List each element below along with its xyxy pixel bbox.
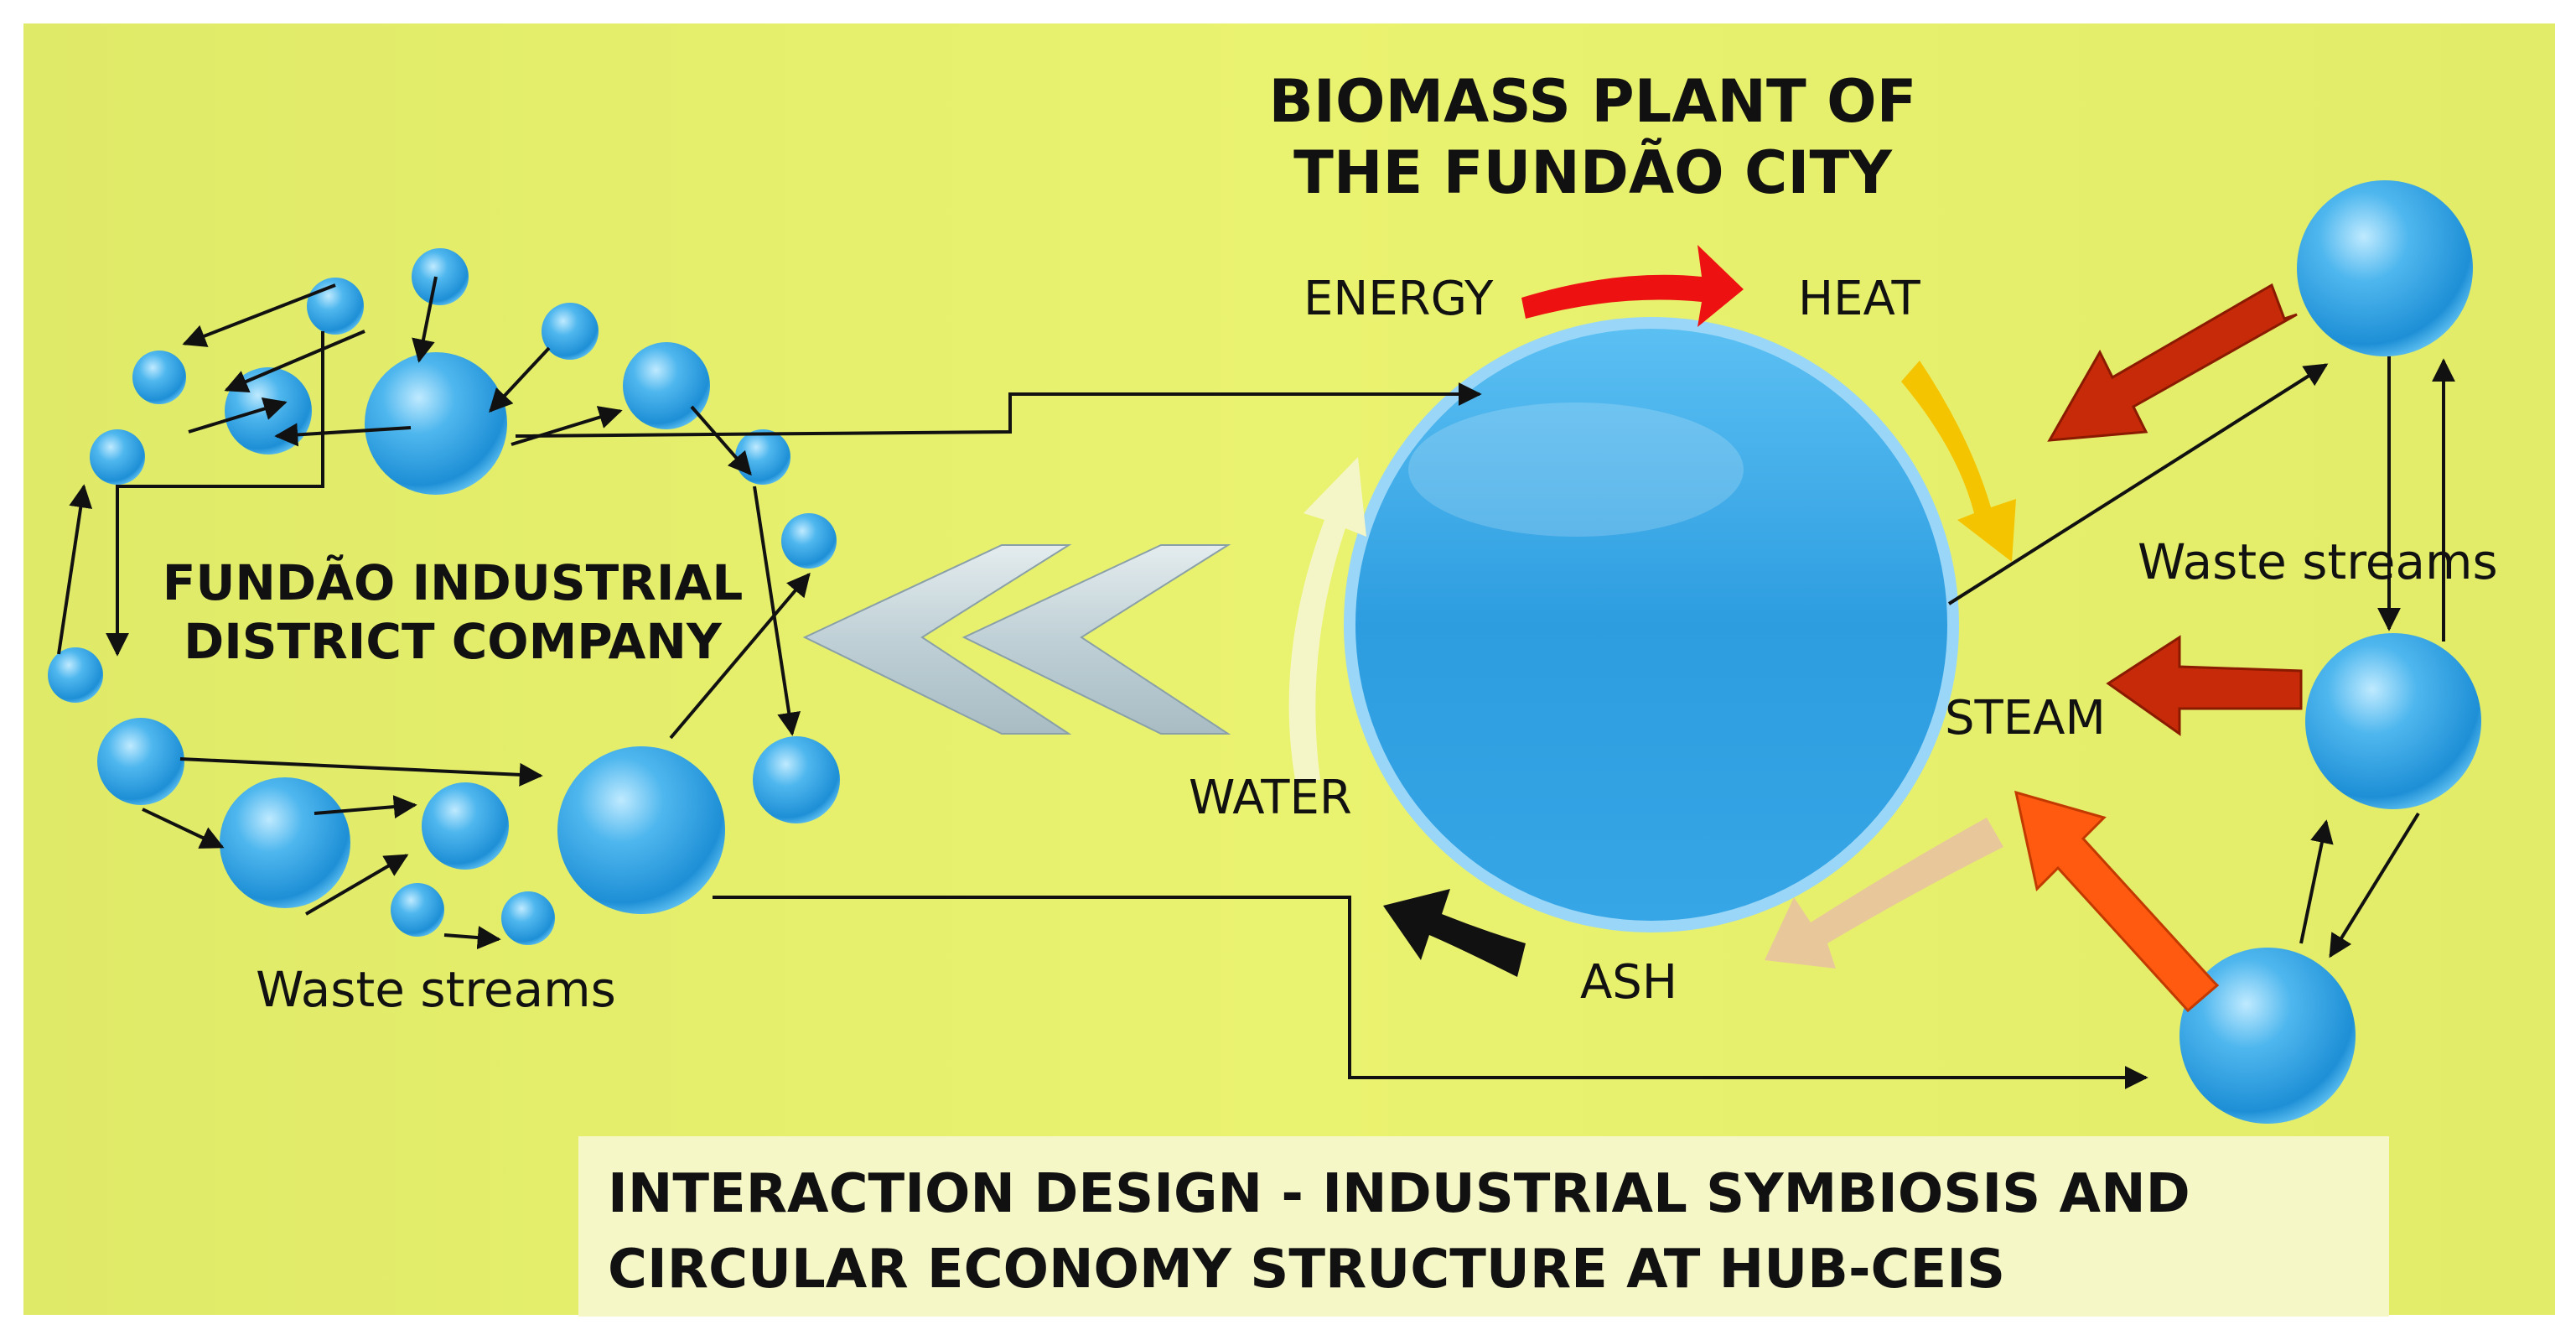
heat-label: HEAT: [1798, 272, 1920, 326]
ash-arrow: [1383, 889, 1526, 977]
steam-to-ash-arrow: [1765, 818, 2003, 969]
district-company-spheres: [48, 248, 840, 945]
district-name-line2: DISTRICT COMPANY: [184, 613, 723, 670]
plant-title-line1: BIOMASS PLANT OF: [1269, 67, 1917, 136]
right-cluster-arrows: [1947, 356, 2455, 958]
district-name-line1: FUNDÃO INDUSTRIAL: [163, 553, 744, 611]
heat-to-steam-arrow: [1901, 361, 2016, 562]
right-waste-streams-label: Waste streams: [2138, 533, 2498, 590]
caption-box: [578, 1136, 2389, 1317]
district-waste-stream-arrows: [57, 276, 2148, 1089]
double-chevron-left-arrow: [802, 544, 1231, 735]
right-cluster-spheres: [2179, 180, 2481, 1124]
inbound-arrow-middle: [2106, 635, 2303, 736]
energy-to-heat-arrow: [1521, 245, 1744, 327]
water-label: WATER: [1189, 771, 1352, 825]
steam-label: STEAM: [1945, 691, 2106, 745]
ash-label: ASH: [1580, 955, 1677, 1010]
inbound-arrow-bottom: [2014, 790, 2220, 1013]
caption-line1: INTERACTION DESIGN - INDUSTRIAL SYMBIOSI…: [608, 1163, 2190, 1225]
inbound-arrow-top: [2047, 283, 2298, 442]
biomass-plant-sphere: [1344, 317, 1959, 932]
water-to-plant-arrow: [1288, 457, 1366, 780]
plant-title-line2: THE FUNDÃO CITY: [1293, 138, 1893, 207]
caption-line2: CIRCULAR ECONOMY STRUCTURE AT HUB-CEIS: [608, 1239, 2005, 1301]
energy-label: ENERGY: [1304, 272, 1494, 326]
district-waste-streams-label: Waste streams: [256, 961, 616, 1018]
